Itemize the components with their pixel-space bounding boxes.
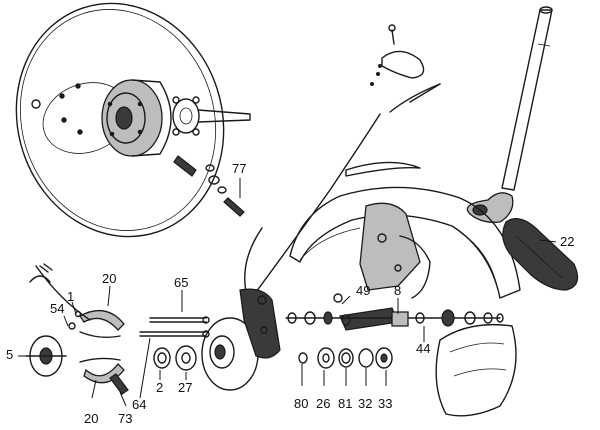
axle-spindle-row — [285, 293, 504, 327]
callout-54: 54 — [50, 301, 65, 316]
callout-27: 27 — [178, 380, 193, 395]
callout-8: 8 — [394, 283, 402, 298]
callout-1: 1 — [67, 289, 75, 304]
mudguard-lower-piece — [435, 323, 517, 417]
callout-5: 5 — [6, 347, 14, 362]
callout-20-bottom: 20 — [84, 411, 99, 426]
callout-65: 65 — [174, 275, 189, 290]
brake-cable — [244, 83, 441, 301]
fork-dust-cover — [502, 218, 579, 291]
callout-2: 2 — [156, 380, 164, 395]
backing-plate — [15, 2, 225, 238]
callout-22: 22 — [560, 234, 575, 249]
clip-bracket — [370, 24, 425, 86]
callout-73: 73 — [118, 411, 133, 426]
callout-77: 77 — [232, 161, 247, 176]
callout-26: 26 — [316, 396, 331, 411]
bleed-screw-parts — [173, 155, 245, 217]
callout-44: 44 — [416, 341, 431, 356]
callout-32: 32 — [358, 396, 373, 411]
callout-20-top: 20 — [102, 271, 117, 286]
brake-shoes — [25, 263, 129, 395]
callout-64: 64 — [132, 397, 147, 412]
fork-leg — [466, 6, 553, 223]
spacer-and-bearing — [153, 345, 197, 371]
callout-49: 49 — [356, 283, 371, 298]
callout-80: 80 — [294, 396, 309, 411]
brake-anchor-lever — [339, 202, 431, 331]
brake-rods — [139, 316, 210, 338]
brake-drum — [101, 79, 172, 157]
callout-33: 33 — [378, 396, 393, 411]
bearing-washer-row — [298, 347, 393, 369]
brake-plate — [201, 288, 281, 391]
leader-lines — [18, 239, 557, 407]
callout-81: 81 — [338, 396, 353, 411]
axle-shaft — [172, 96, 251, 136]
front-mudguard — [289, 161, 521, 299]
